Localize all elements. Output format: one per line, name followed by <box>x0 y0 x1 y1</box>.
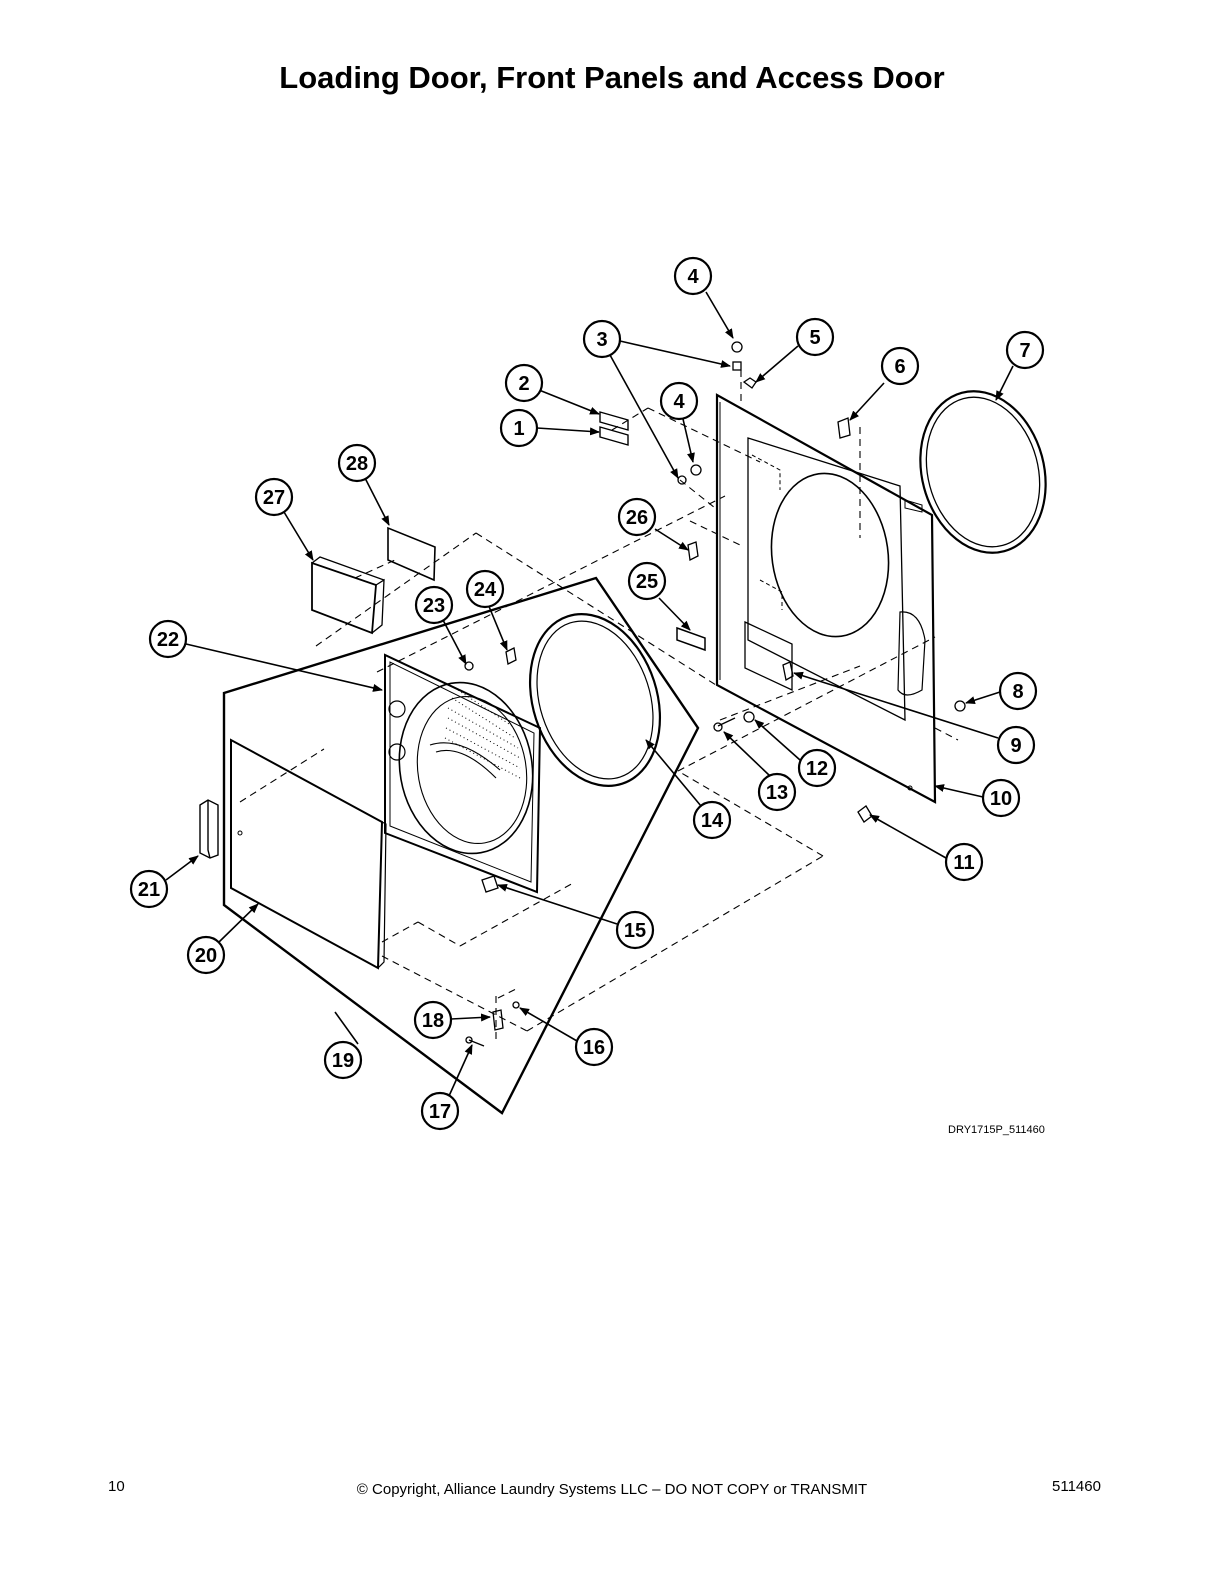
callout-label-28: 28 <box>346 453 368 475</box>
callout-label-11: 11 <box>953 852 974 874</box>
callout-13: 13 <box>757 772 797 812</box>
callout-26: 26 <box>617 497 657 537</box>
callout-6: 6 <box>880 346 920 386</box>
callout-14: 14 <box>692 800 732 840</box>
callout-24: 24 <box>465 569 505 609</box>
callout-label-3: 3 <box>596 329 607 351</box>
callout-label-18: 18 <box>422 1010 444 1032</box>
callout-label-10: 10 <box>990 788 1012 810</box>
callout-label-8: 8 <box>1012 681 1023 703</box>
callout-19: 19 <box>323 1040 363 1080</box>
callout-15: 15 <box>615 910 655 950</box>
document-number: 511460 <box>1052 1478 1101 1495</box>
callout-12: 12 <box>797 748 837 788</box>
callout-20: 20 <box>186 935 226 975</box>
perforated-screen <box>444 689 521 779</box>
callout-25: 25 <box>627 561 667 601</box>
control-box <box>311 556 385 635</box>
callout-label-16: 16 <box>583 1037 605 1059</box>
callout-label-27: 27 <box>263 487 285 509</box>
callout-label-17: 17 <box>429 1101 451 1123</box>
access-door-handle <box>199 799 219 859</box>
copyright-notice: © Copyright, Alliance Laundry Systems LL… <box>356 1481 868 1498</box>
callout-4-lower: 4 <box>659 381 699 421</box>
callout-label-19: 19 <box>332 1050 354 1072</box>
callout-label-7: 7 <box>1019 340 1030 362</box>
callout-1: 1 <box>499 408 539 448</box>
page-title: Loading Door, Front Panels and Access Do… <box>279 60 945 95</box>
callout-label-9: 9 <box>1010 735 1021 757</box>
callout-label-1: 1 <box>513 418 524 440</box>
access-door <box>230 738 387 970</box>
callout-label-21: 21 <box>138 879 160 901</box>
callout-label-25: 25 <box>636 571 658 593</box>
callout-22: 22 <box>148 619 188 659</box>
small-labels <box>599 411 629 446</box>
callout-label-4-top: 4 <box>687 266 699 288</box>
cabinet-front-panel <box>715 393 937 804</box>
label-plate <box>387 526 436 582</box>
callout-label-13: 13 <box>766 782 788 804</box>
door-gasket-ring <box>919 390 1047 554</box>
callout-2: 2 <box>504 363 544 403</box>
callout-label-4-lower: 4 <box>673 391 685 413</box>
callout-label-12: 12 <box>806 758 828 780</box>
callout-8: 8 <box>998 671 1038 711</box>
callout-11: 11 <box>944 842 984 882</box>
callout-5: 5 <box>795 317 835 357</box>
callout-label-24: 24 <box>474 579 497 601</box>
callout-21: 21 <box>129 869 169 909</box>
callout-label-22: 22 <box>157 629 179 651</box>
door-glass-ring <box>528 613 662 787</box>
callout-28: 28 <box>337 443 377 483</box>
leader-lines <box>165 291 1014 1097</box>
callout-4-top: 4 <box>673 256 713 296</box>
front-panel-outline <box>222 576 700 1115</box>
callout-9: 9 <box>996 725 1036 765</box>
loading-door <box>384 653 542 894</box>
assembly-guide-lines <box>239 370 959 1040</box>
callout-label-15: 15 <box>624 920 646 942</box>
callout-label-26: 26 <box>626 507 648 529</box>
callout-16: 16 <box>574 1027 614 1067</box>
callout-17: 17 <box>420 1091 460 1131</box>
page-number: 10 <box>108 1478 125 1495</box>
callout-18: 18 <box>413 1000 453 1040</box>
callout-3: 3 <box>582 319 622 359</box>
small-label-25 <box>676 626 706 652</box>
callout-23: 23 <box>414 585 454 625</box>
callout-label-5: 5 <box>809 327 820 349</box>
drawing-id: DRY1715P_511460 <box>948 1124 1045 1136</box>
callout-27: 27 <box>254 477 294 517</box>
callout-10: 10 <box>981 778 1021 818</box>
callout-7: 7 <box>1005 330 1045 370</box>
hardware-parts <box>464 341 966 1047</box>
callout-label-23: 23 <box>423 595 445 617</box>
callout-label-20: 20 <box>195 945 217 967</box>
callout-label-2: 2 <box>518 373 529 395</box>
callout-label-14: 14 <box>701 810 724 832</box>
callout-label-6: 6 <box>894 356 905 378</box>
